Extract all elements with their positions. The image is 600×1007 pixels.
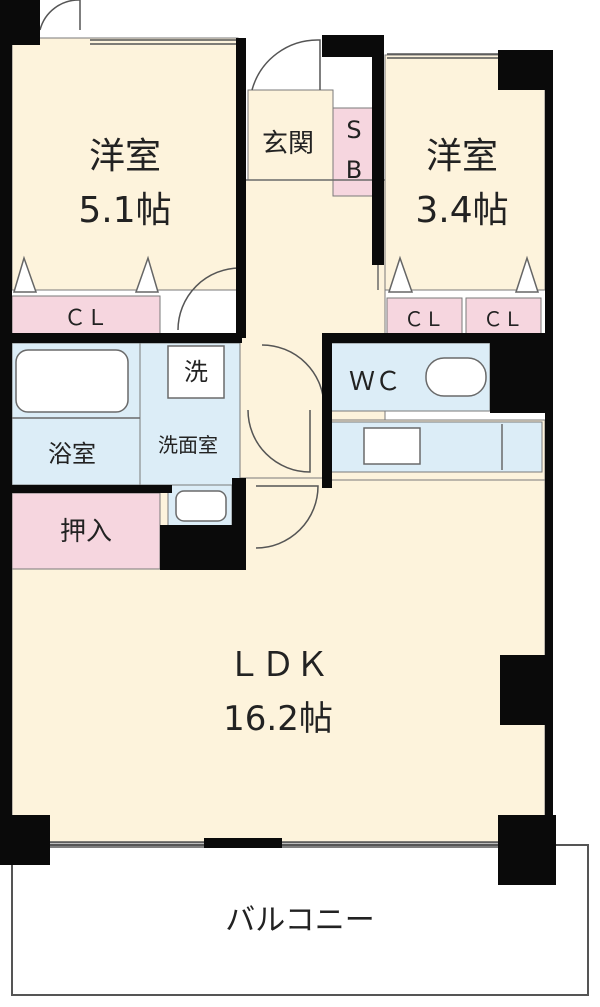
bathtub — [15, 349, 129, 413]
balcony-label: バルコニー — [225, 903, 374, 938]
closet-2b-label: ＣＬ — [483, 307, 523, 331]
washbasin — [175, 490, 227, 522]
wall-wc-left — [322, 333, 332, 488]
door-arc-entry — [251, 39, 321, 91]
room-1-size: 5.1帖 — [78, 190, 171, 231]
toilet — [425, 357, 487, 397]
wall-top-left-block — [12, 0, 40, 45]
wall-bath-bottom — [12, 485, 172, 493]
wall-bottom-mid — [204, 838, 282, 848]
wall-ldk-right-col — [500, 655, 545, 725]
cl-tri-2 — [134, 255, 160, 293]
wall-block-mid — [160, 525, 246, 570]
wall-bottom-right — [498, 815, 556, 885]
kitchen-counter — [329, 421, 543, 473]
kitchen-sink — [363, 427, 421, 465]
shoebox-b: B — [346, 156, 362, 184]
wall-right — [545, 50, 553, 845]
room-1-name: 洋室 — [89, 136, 161, 177]
ldk-name: ＬＤＫ — [227, 645, 329, 685]
wall-col-1 — [236, 38, 246, 338]
windows — [50, 39, 500, 848]
door-arc-room1 — [177, 267, 241, 331]
door-arc-tl — [39, 0, 81, 31]
closet-2b — [465, 297, 542, 337]
closet-1 — [11, 295, 161, 337]
cl-tri-1 — [12, 255, 38, 293]
wc-label: ＷＣ — [349, 367, 401, 397]
labels: 洋室 5.1帖 洋室 3.4帖 玄関 S B ＣＬ ＣＬ ＣＬ ＷＣ 洗 浴室 … — [48, 116, 523, 938]
ldk-size: 16.2帖 — [223, 699, 333, 739]
western-room-2-floor — [384, 54, 546, 291]
wall-mid-h1 — [12, 333, 242, 343]
door-arc-ldk — [255, 485, 319, 549]
closet-1-label: ＣＬ — [64, 306, 108, 331]
entrance-label: 玄関 — [262, 129, 314, 159]
wall-top-right — [498, 50, 550, 90]
walls — [0, 0, 556, 885]
balcony-area — [11, 844, 589, 996]
closet-doors — [12, 255, 540, 293]
shoebox-s: S — [346, 116, 361, 144]
cl-tri-4 — [514, 255, 540, 293]
bath-label: 浴室 — [48, 440, 96, 468]
western-room-1-floor — [11, 37, 239, 291]
wall-mid-h2 — [322, 333, 552, 343]
oshiire-label: 押入 — [60, 517, 112, 547]
cl-tri-3 — [387, 255, 414, 293]
wall-col-wash — [232, 478, 246, 570]
washroom-label: 洗面室 — [158, 433, 218, 457]
closet-2a-label: ＣＬ — [404, 307, 444, 331]
oshiire — [11, 492, 161, 570]
wall-top-entry — [322, 35, 382, 57]
wall-left — [0, 0, 12, 845]
wall-wc-right — [490, 343, 545, 413]
entrance-floor — [247, 89, 334, 181]
wall-col-entry — [372, 35, 384, 265]
room-2-size: 3.4帖 — [415, 190, 508, 231]
washer-label: 洗 — [184, 358, 208, 386]
wall-bottom-left — [0, 815, 50, 865]
door-arc-wash — [247, 409, 311, 473]
washer-box — [167, 345, 225, 399]
room-2-name: 洋室 — [426, 136, 498, 177]
storage-areas — [11, 107, 542, 570]
shoe-box — [332, 107, 376, 197]
